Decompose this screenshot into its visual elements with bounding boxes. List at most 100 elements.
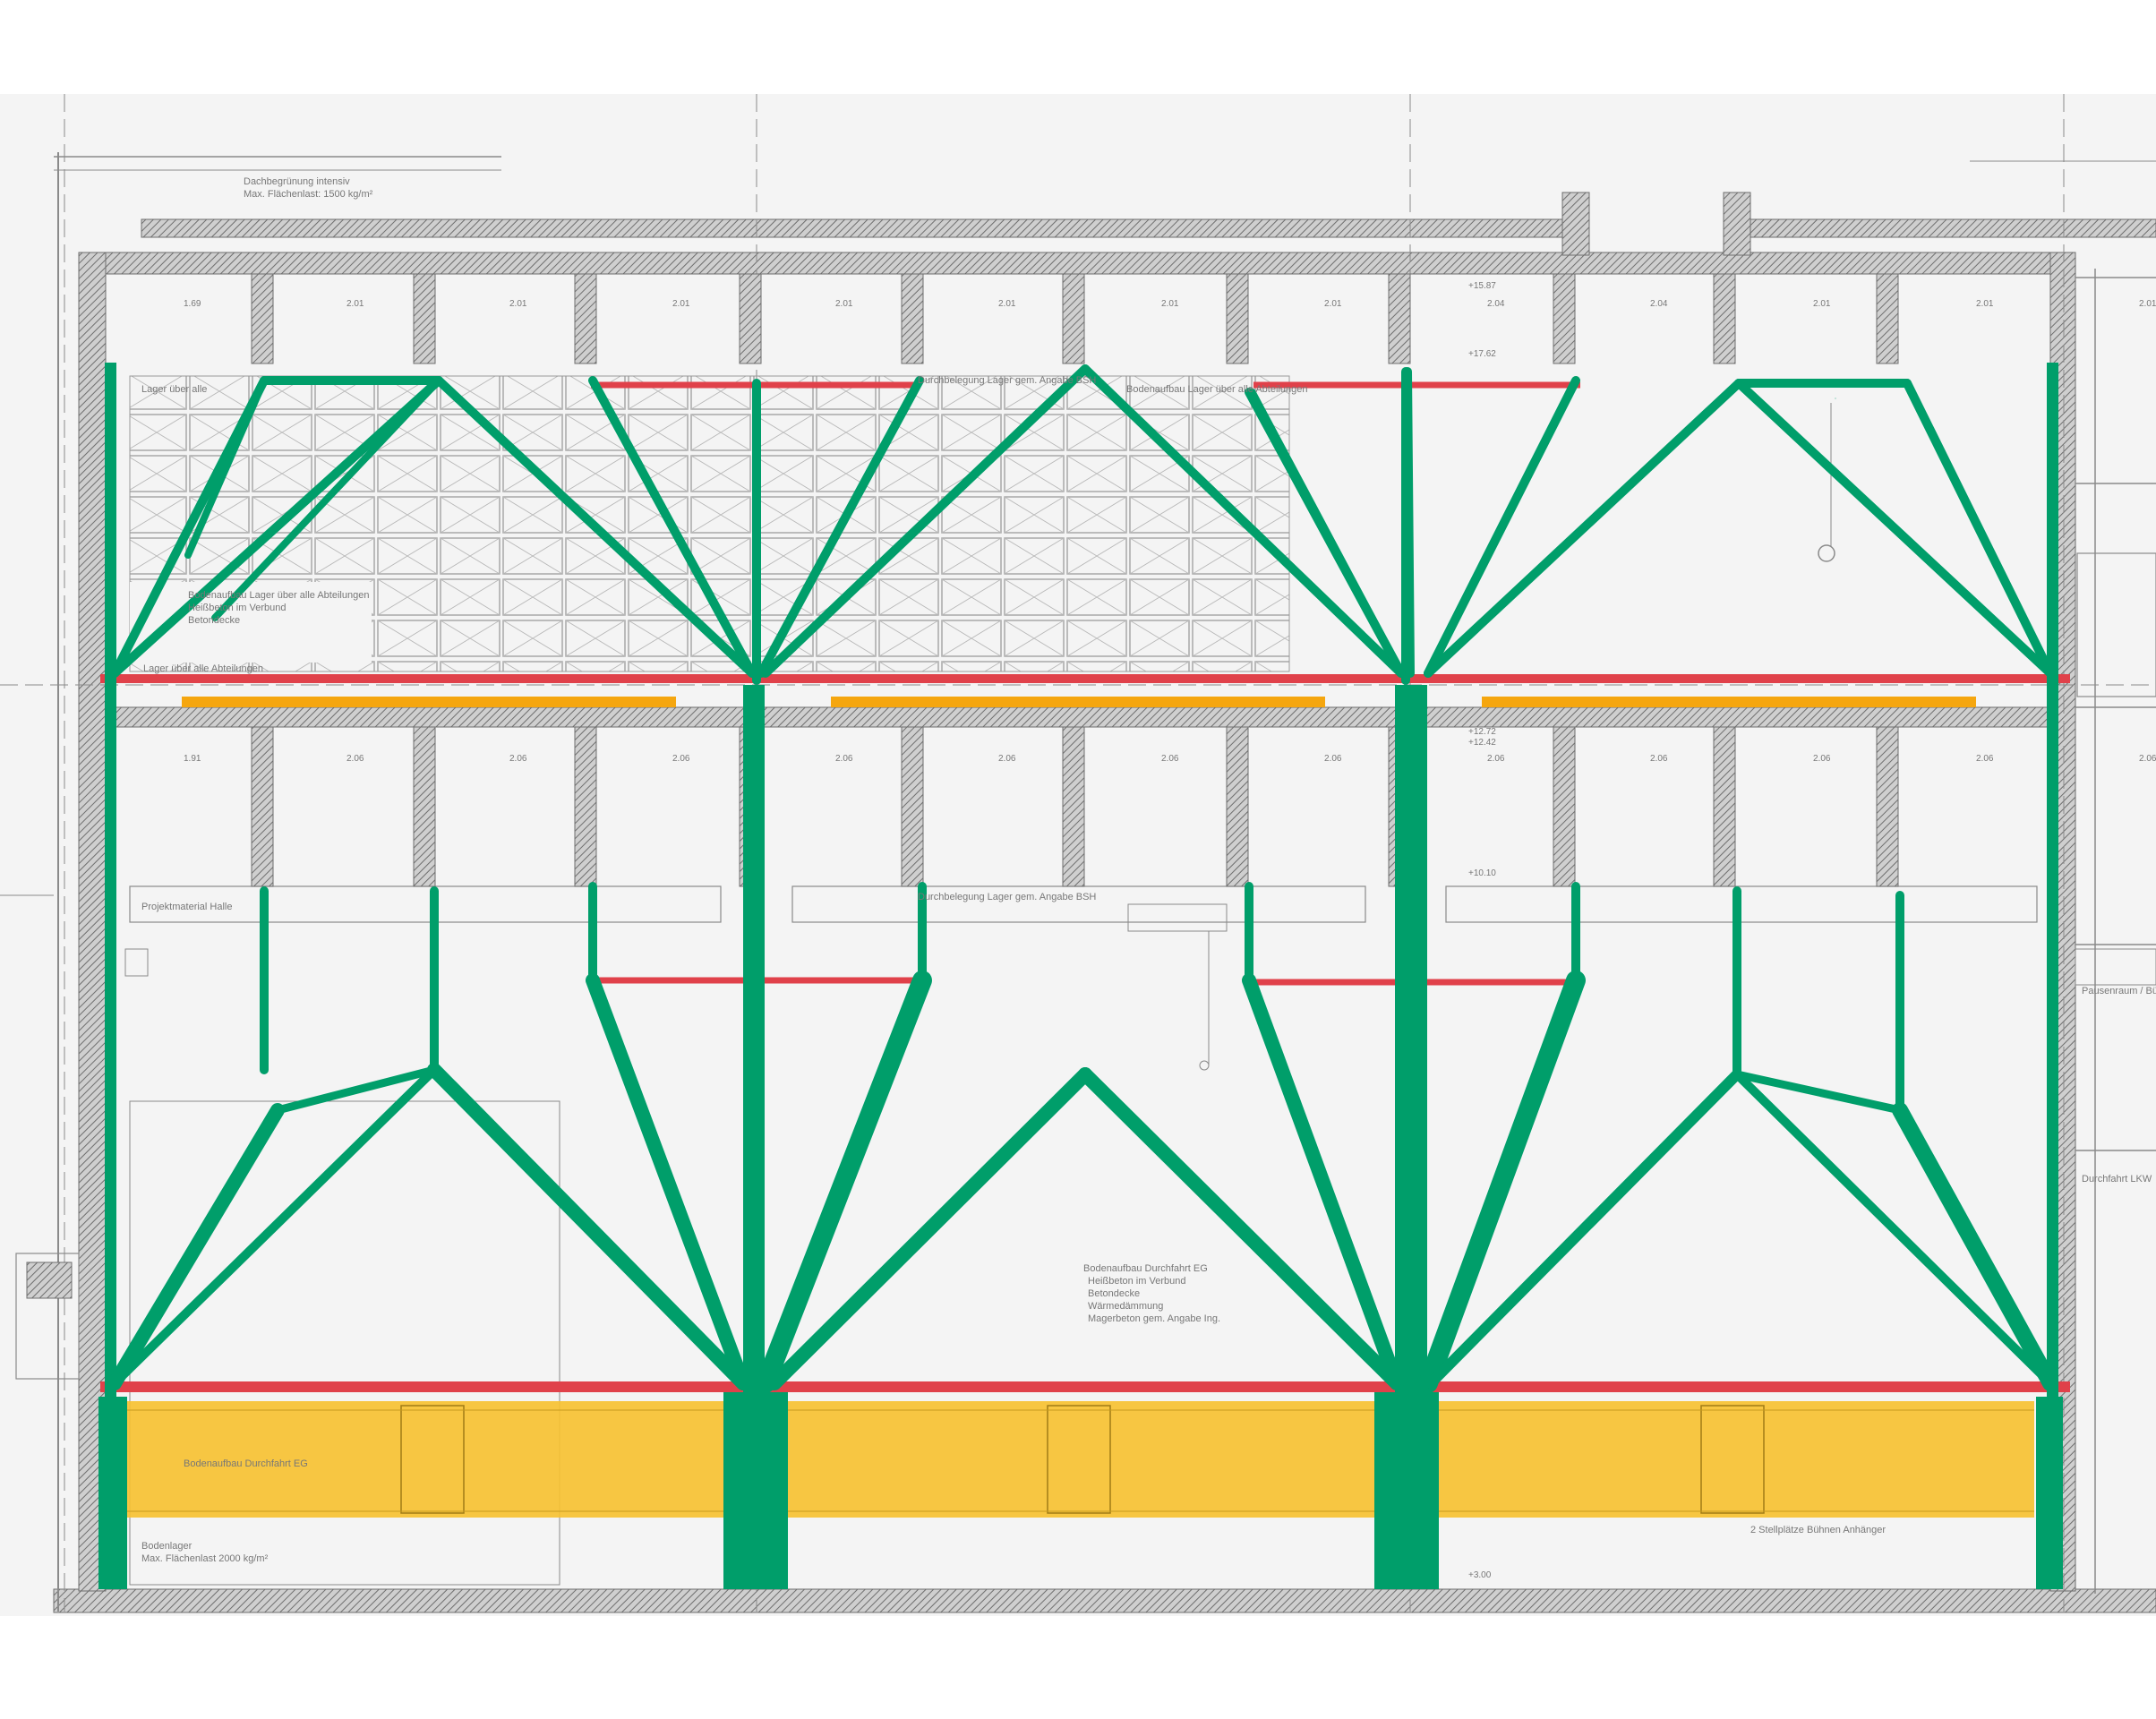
- tree-branch: [757, 376, 924, 678]
- level-marker: +12.72: [1468, 727, 1496, 737]
- dimension-label: 2.01: [1324, 299, 1342, 309]
- tree-branch: [761, 364, 1090, 678]
- lower-post: [413, 726, 436, 887]
- upper-post: [574, 273, 597, 364]
- tree-branch: [1732, 1070, 1904, 1115]
- hall-floor-label: Bodenaufbau Durchfahrt EG: [1083, 1263, 1208, 1274]
- tree-branch: [110, 1065, 439, 1388]
- tree-branch: [1732, 1070, 2055, 1388]
- tree-branch: [110, 376, 443, 678]
- ground-floor-zone: [123, 1401, 2034, 1518]
- tree-branch: [1892, 1102, 2058, 1391]
- store-upper-b-label: Lager über alle Abteilungen: [143, 663, 263, 674]
- roof-upstand: [1561, 192, 1590, 256]
- upper-post: [1388, 273, 1411, 364]
- level-marker: +3.00: [1468, 1570, 1492, 1580]
- column-mid-1: [743, 685, 765, 1401]
- store-upper-label: Lager über alle: [141, 384, 207, 395]
- column-right-base: [2036, 1397, 2063, 1589]
- upper-post: [251, 273, 274, 364]
- dimension-label: 2.04: [1650, 299, 1668, 309]
- aufbau-hall-2: Betondecke: [1088, 1288, 1140, 1299]
- tree-branch: [1734, 379, 2055, 678]
- level-marker: +15.87: [1468, 281, 1496, 291]
- dimension-label: 2.06: [1650, 754, 1668, 764]
- tree-branch: [1081, 364, 1406, 678]
- hall-floor-west-label: Bodenaufbau Durchfahrt EG: [184, 1458, 308, 1469]
- beam-1: [182, 697, 676, 707]
- tree-branch: [1424, 379, 1743, 678]
- dimension-label: 2.01: [2139, 299, 2156, 309]
- architectural-linework: [0, 94, 2156, 1613]
- dimension-label: 2.01: [835, 299, 853, 309]
- annotations: Dachbegrünung intensiv Max. Flächenlast:…: [141, 176, 2156, 1564]
- dimension-label: 2.06: [1487, 754, 1505, 764]
- dimension-label: 2.01: [1813, 299, 1831, 309]
- upper-posts: [251, 273, 1899, 364]
- aufbau-upper-1: Heißbeton im Verbund: [188, 603, 286, 613]
- middle-slab: [78, 706, 2076, 728]
- project-material-label: Projektmaterial Halle: [141, 902, 232, 912]
- tree-branch: [211, 377, 442, 621]
- tree-branch: [1425, 1069, 1742, 1389]
- tree-branch: [184, 377, 268, 559]
- lower-post: [1226, 726, 1249, 887]
- upper-post: [1553, 273, 1576, 364]
- roof-load: Max. Flächenlast: 1500 kg/m²: [244, 189, 373, 200]
- tree-branch: [588, 376, 757, 678]
- aufbau-hall-1: Heißbeton im Verbund: [1088, 1276, 1185, 1287]
- ground-load-label: Max. Flächenlast 2000 kg/m²: [141, 1553, 269, 1564]
- dimension-label: 2.01: [346, 299, 364, 309]
- dimension-label: 2.06: [1976, 754, 1994, 764]
- dimension-label: 2.06: [998, 754, 1016, 764]
- tree-structure: [98, 363, 2063, 1589]
- tree-branch: [1424, 376, 1580, 678]
- tree-branch: [427, 1063, 750, 1390]
- floor-zone: [123, 1401, 2034, 1518]
- beams: [182, 697, 1976, 707]
- column-mid-1-base: [723, 1392, 788, 1589]
- mezz-note-upper: Durchbelegung Lager gem. Angabe BSH: [918, 375, 1096, 386]
- dimension-label: 1.91: [184, 754, 201, 764]
- aufbau-hall-3: Wärmedämmung: [1088, 1301, 1163, 1312]
- mezz-note-lower: Durchbelegung Lager gem. Angabe BSH: [918, 892, 1096, 902]
- dimension-label: 2.06: [1324, 754, 1342, 764]
- roof-upstand-2: [1723, 192, 1751, 256]
- dimension-label: 2.06: [1161, 754, 1179, 764]
- level-marker: +12.42: [1468, 738, 1496, 748]
- left-wall: [78, 252, 107, 1592]
- lower-post: [1062, 726, 1085, 887]
- upper-post: [1226, 273, 1249, 364]
- dimension-label: 1.69: [184, 299, 201, 309]
- column-left-base: [98, 1397, 127, 1589]
- tree-branch: [107, 1103, 285, 1390]
- upper-post: [901, 273, 924, 364]
- ground-store-label: Bodenlager: [141, 1541, 192, 1552]
- pause-label: Pausenraum / Büro Logistik: [2082, 986, 2156, 996]
- beam-2: [831, 697, 1325, 707]
- tree-branch: [767, 1067, 1092, 1390]
- lower-post: [574, 726, 597, 887]
- tree-branch: [434, 376, 757, 678]
- ground-slab: [53, 1588, 2156, 1613]
- dimension-label: 2.01: [509, 299, 527, 309]
- lower-post: [251, 726, 274, 887]
- dimension-label: 2.01: [998, 299, 1016, 309]
- upper-post: [1713, 273, 1736, 364]
- tree-branch: [1078, 1067, 1404, 1390]
- aufbau-upper-2: Betondecke: [188, 615, 240, 626]
- dimension-label: 2.06: [509, 754, 527, 764]
- level-markers: +15.87+17.62+12.72+12.42+10.10+3.00: [1468, 281, 1496, 1580]
- tree-branch: [1903, 379, 2055, 678]
- level-marker: +10.10: [1468, 868, 1496, 878]
- lower-post: [1876, 726, 1899, 887]
- lower-post: [1553, 726, 1576, 887]
- roof-note: Dachbegrünung intensiv: [244, 176, 350, 187]
- parking-label: 2 Stellplätze Bühnen Anhänger: [1750, 1525, 1886, 1535]
- dimension-label: 2.01: [1976, 299, 1994, 309]
- dimension-label: 2.01: [672, 299, 690, 309]
- tree-branch: [1247, 388, 1406, 678]
- upper-post: [739, 273, 762, 364]
